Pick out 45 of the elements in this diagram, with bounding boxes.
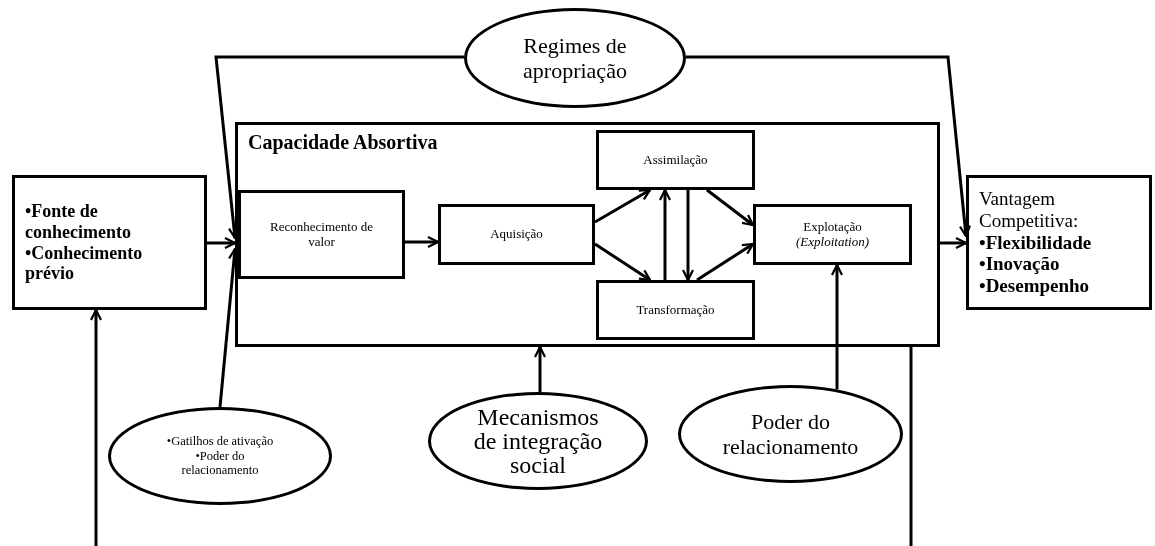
arrow — [405, 235, 440, 249]
ellipse-node — [464, 8, 686, 108]
node-label: •Conhecimento prévio — [25, 242, 144, 284]
node-label: •Inovação — [979, 253, 1060, 276]
arrow — [940, 236, 968, 250]
node-label: •Poder do relacionamento — [180, 448, 260, 478]
node-label: Aquisição — [490, 227, 543, 242]
arrow — [696, 242, 755, 282]
node-label: (Exploitation) — [796, 234, 869, 250]
node-label: •Desempenho — [979, 275, 1090, 298]
node-label: •Gatilhos de ativação — [166, 434, 274, 449]
group-title: Capacidade Absortiva — [248, 131, 438, 154]
arrow — [658, 188, 672, 280]
node-label: Assimilação — [643, 152, 708, 168]
arrow — [594, 188, 652, 224]
process-box — [238, 190, 405, 279]
node-label: •Fonte de conhecimento — [25, 201, 132, 243]
arrow — [207, 236, 237, 250]
input-box — [12, 175, 207, 310]
process-box — [596, 280, 755, 340]
ellipse-node — [108, 407, 332, 505]
ellipse-node — [678, 385, 903, 483]
node-label: Explotação — [803, 219, 862, 235]
arrow — [706, 188, 755, 227]
arrow — [533, 345, 547, 392]
arrow — [594, 242, 652, 282]
output-box — [966, 175, 1152, 310]
connector-line — [909, 347, 913, 546]
node-label: Reconhecimento de valor — [269, 219, 374, 250]
group-box — [235, 122, 940, 347]
process-box — [438, 204, 595, 265]
node-label: Transformação — [636, 302, 715, 318]
ellipse-node — [428, 392, 648, 490]
arrow — [214, 55, 464, 240]
node-label: Vantagem Competitiva: — [979, 187, 1080, 232]
arrow — [686, 55, 972, 238]
arrow — [681, 190, 695, 282]
process-box — [753, 204, 912, 265]
node-label: •Flexibilidade — [979, 231, 1092, 254]
node-label: Regimes de apropriação — [522, 32, 628, 84]
node-label: Poder do relacionamento — [721, 408, 860, 460]
process-box — [596, 130, 755, 190]
arrow — [830, 263, 844, 390]
arrow — [89, 308, 103, 546]
node-label: Mecanismos de integração social — [472, 405, 604, 477]
